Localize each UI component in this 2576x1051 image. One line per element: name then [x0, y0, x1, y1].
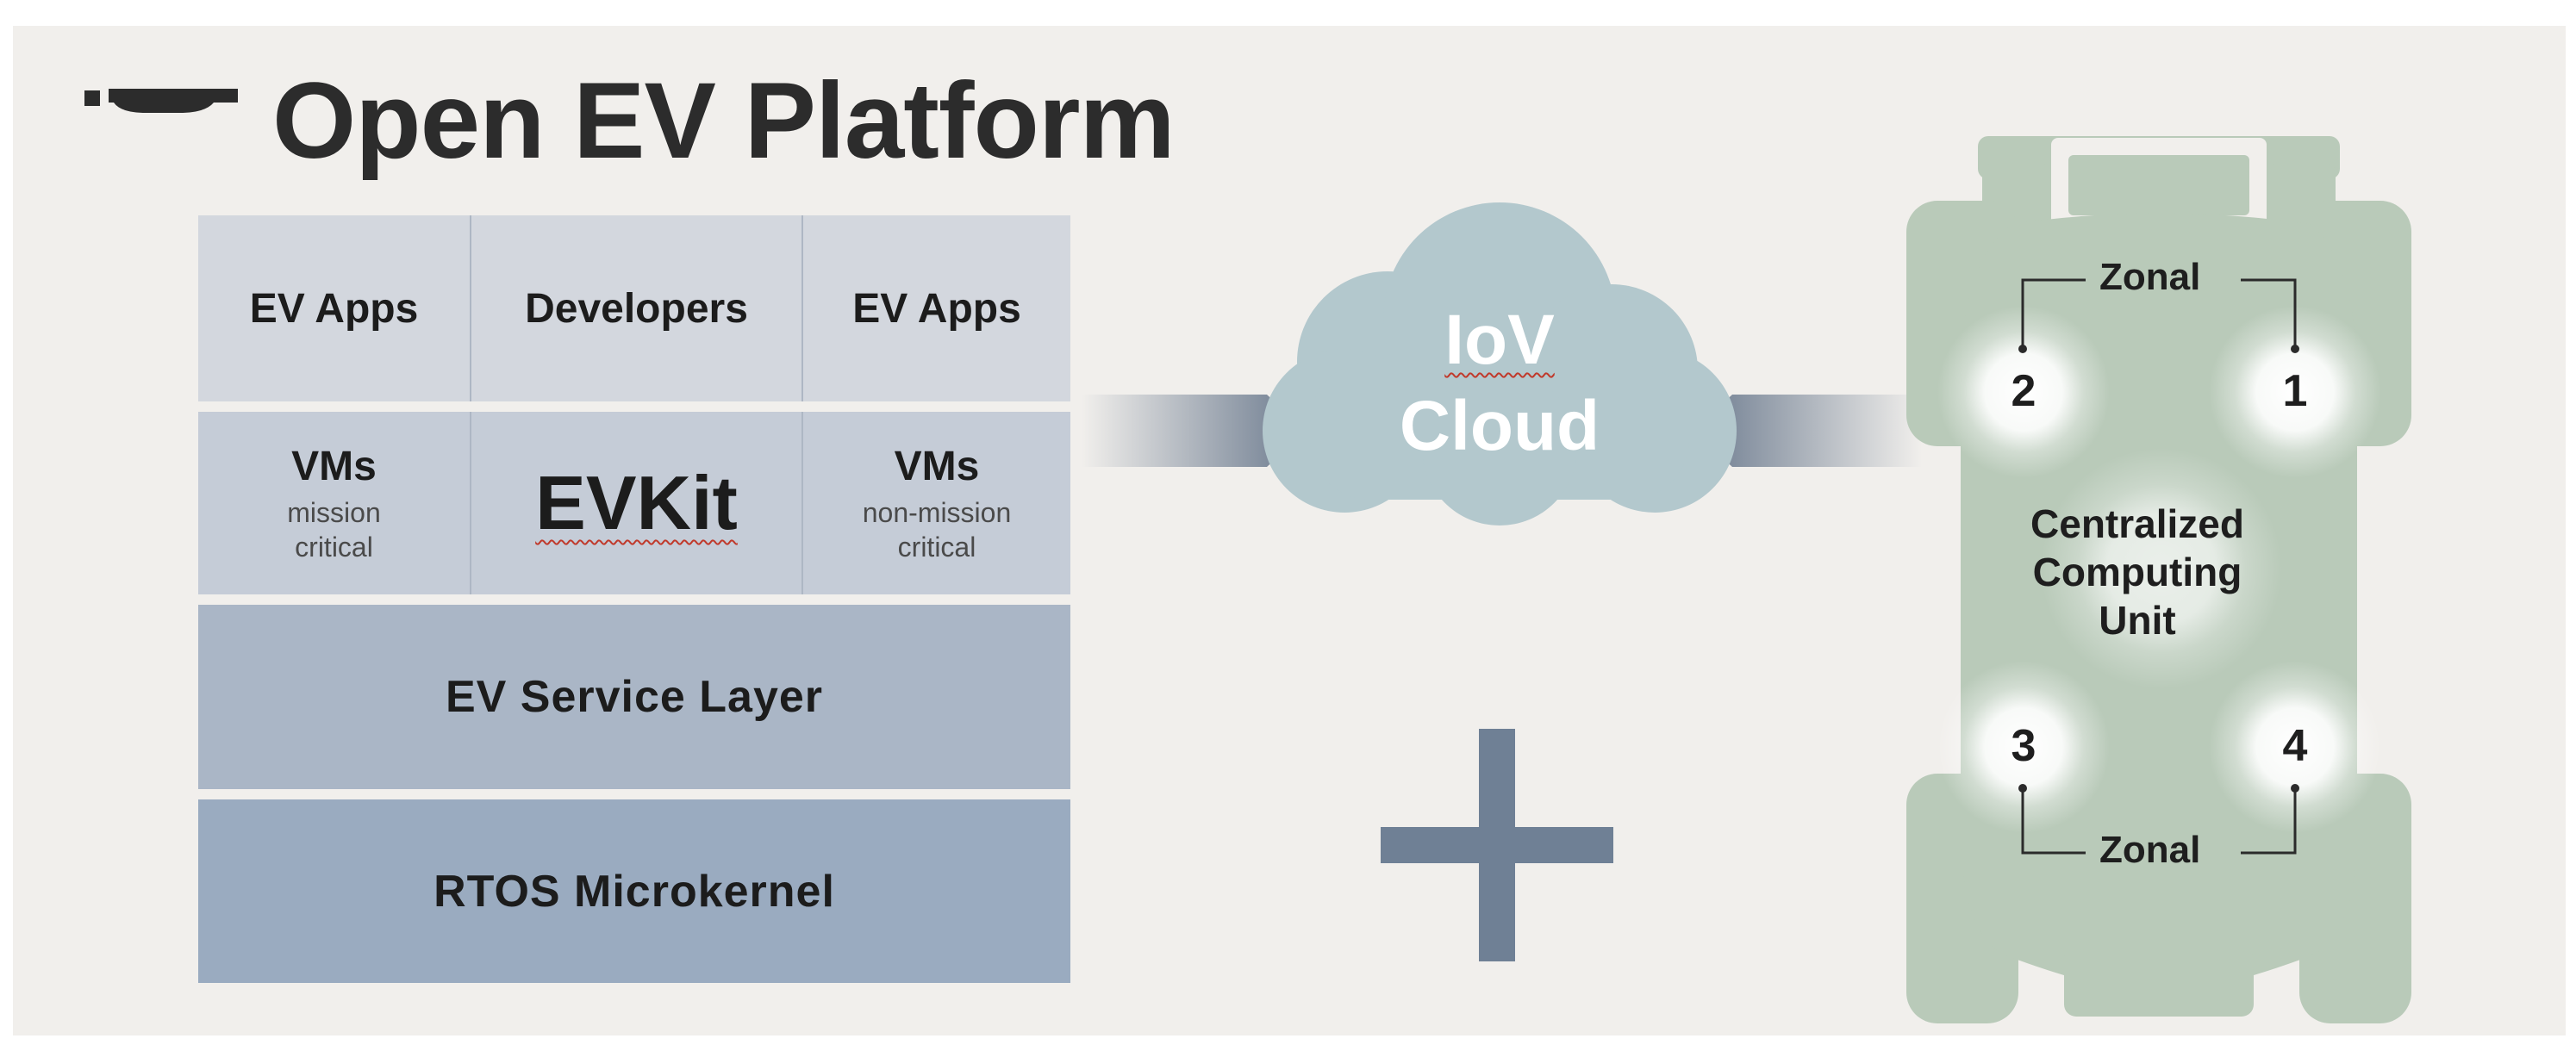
logo-icon [84, 89, 238, 113]
developers-cell: Developers [471, 215, 803, 401]
zonal-bottom-label: Zonal [2091, 829, 2210, 872]
vm-row: VMs mission critical EVKit VMs non-missi… [198, 412, 1070, 594]
vms-left-sub1: mission [287, 496, 381, 528]
ccu-label: Centralized Computing Unit [2008, 500, 2267, 644]
service-layer-label: EV Service Layer [445, 672, 824, 722]
zone-number-4: 4 [2282, 721, 2308, 771]
apps-row: EV Apps Developers EV Apps [198, 215, 1070, 401]
evkit-label: EVKit [535, 460, 738, 545]
zone-number-1: 1 [2282, 366, 2308, 416]
ccu-line1: Centralized [2030, 501, 2244, 546]
cloud-icon [1263, 202, 1737, 526]
kernel-row: RTOS Microkernel [198, 799, 1070, 983]
kernel-label: RTOS Microkernel [433, 866, 835, 917]
vms-left-label: VMs [291, 443, 377, 489]
ev-apps-left: EV Apps [198, 215, 471, 401]
connector-right [1693, 395, 1922, 467]
evkit-cell: EVKit [471, 412, 803, 594]
ccu-line3: Unit [2099, 598, 2176, 643]
service-layer-row: EV Service Layer [198, 605, 1070, 789]
vms-right-sub2: critical [897, 531, 976, 563]
cloud-line2: Cloud [1399, 387, 1600, 465]
ccu-line2: Computing [2032, 550, 2242, 594]
vms-non-mission-critical: VMs non-mission critical [803, 412, 1070, 594]
ev-apps-left-label: EV Apps [249, 285, 419, 332]
zonal-top-label: Zonal [2091, 256, 2210, 299]
vms-left-sub2: critical [295, 531, 373, 563]
zone-number-3: 3 [2011, 721, 2036, 771]
vms-mission-critical: VMs mission critical [198, 412, 471, 594]
zone-number-2: 2 [2011, 366, 2036, 416]
ev-apps-right-label: EV Apps [852, 285, 1021, 332]
cloud-line1: IoV [1444, 301, 1555, 379]
connector-left [1082, 395, 1306, 467]
developers-label: Developers [525, 285, 748, 332]
page-title: Open EV Platform [272, 61, 1176, 181]
ev-apps-right: EV Apps [803, 215, 1070, 401]
vms-right-sub1: non-mission [862, 496, 1012, 528]
plus-icon [1381, 729, 1613, 961]
cloud-label: IoV Cloud [1344, 297, 1655, 470]
vms-right-label: VMs [894, 443, 980, 489]
